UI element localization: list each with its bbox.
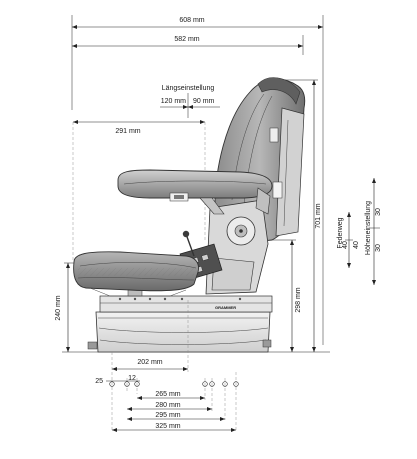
foot-depth-label: 202 mm (137, 359, 162, 366)
seat-depth-dimension: 291 mm (72, 120, 206, 262)
longitudinal-adjustment-dimension: Längseinstellung 120 mm 90 mm (160, 85, 220, 118)
height-adjustment-title: Höheneinstellung (365, 201, 372, 255)
seat-height-label: 240 mm (55, 295, 62, 320)
seat-illustration: GRAMMER (73, 77, 306, 353)
base-width-dimension: 582 mm (72, 35, 304, 55)
suspension-travel-b: 40 (353, 241, 360, 249)
total-height-label: 701 mm (315, 203, 322, 228)
mounting-hole-pattern: 25 12 265 mm 280 mm 295 mm 325 mm (95, 372, 239, 432)
overall-width-label: 608 mm (179, 17, 204, 24)
adjust-forward-label: 90 mm (193, 98, 215, 105)
height-adjustment-dimension: Höheneinstellung 30 30 (365, 178, 382, 285)
seat-cushion (73, 251, 199, 297)
suspension-travel-dimension: Federweg 40 40 (337, 212, 360, 268)
suspension-base: GRAMMER (87, 289, 273, 353)
hole-spacing-295: 295 mm (155, 412, 180, 419)
adjust-back-label: 120 mm (161, 98, 186, 105)
base-width-label: 582 mm (174, 36, 199, 43)
backrest (214, 77, 306, 245)
hole-spacing-325: 325 mm (155, 423, 180, 430)
hole-spacing-280: 280 mm (155, 402, 180, 409)
base-logo: GRAMMER (215, 305, 236, 310)
hole-spacing-265: 265 mm (155, 391, 180, 398)
hole-offset-12: 12 (128, 375, 136, 382)
base-height-label: 298 mm (295, 287, 302, 312)
armrest (117, 169, 273, 215)
seat-depth-label: 291 mm (115, 128, 140, 135)
height-adjustment-a: 30 (375, 208, 382, 216)
height-adjustment-b: 30 (375, 244, 382, 252)
overall-width-dimension: 608 mm (71, 15, 324, 345)
longitudinal-adjustment-title: Längseinstellung (162, 85, 215, 92)
suspension-travel-a: 40 (342, 241, 349, 249)
hole-offset-25: 25 (95, 378, 103, 385)
suspension-travel-title: Federweg (337, 217, 344, 248)
foot-depth-dimension: 202 mm (111, 300, 189, 372)
